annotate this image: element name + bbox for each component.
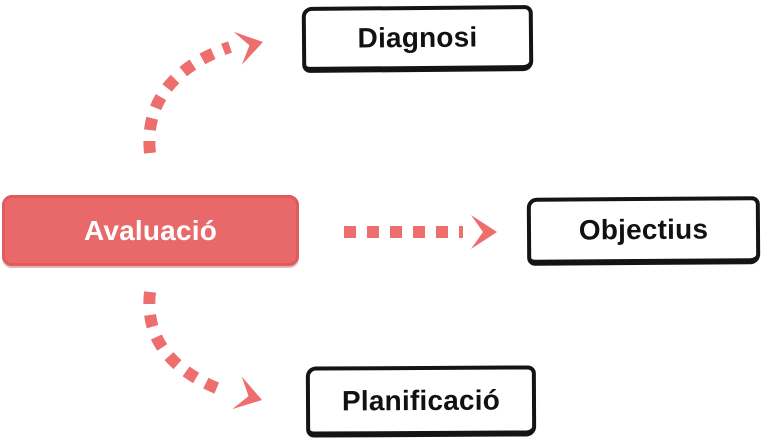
arrow-avaluacio-to-objectius <box>344 215 497 249</box>
node-planificacio-label: Planificació <box>341 384 501 416</box>
node-objectius-label: Objectius <box>578 213 709 246</box>
node-avaluacio-label: Avaluació <box>83 214 218 246</box>
node-avaluacio: Avaluació <box>2 195 299 266</box>
node-planificacio: Planificació <box>305 365 537 438</box>
arrow-avaluacio-to-diagnosi <box>143 31 263 154</box>
node-objectius: Objectius <box>526 196 761 266</box>
node-diagnosi: Diagnosi <box>301 4 534 74</box>
arrow-avaluacio-to-planificacio <box>143 291 262 410</box>
node-diagnosi-label: Diagnosi <box>357 21 478 54</box>
